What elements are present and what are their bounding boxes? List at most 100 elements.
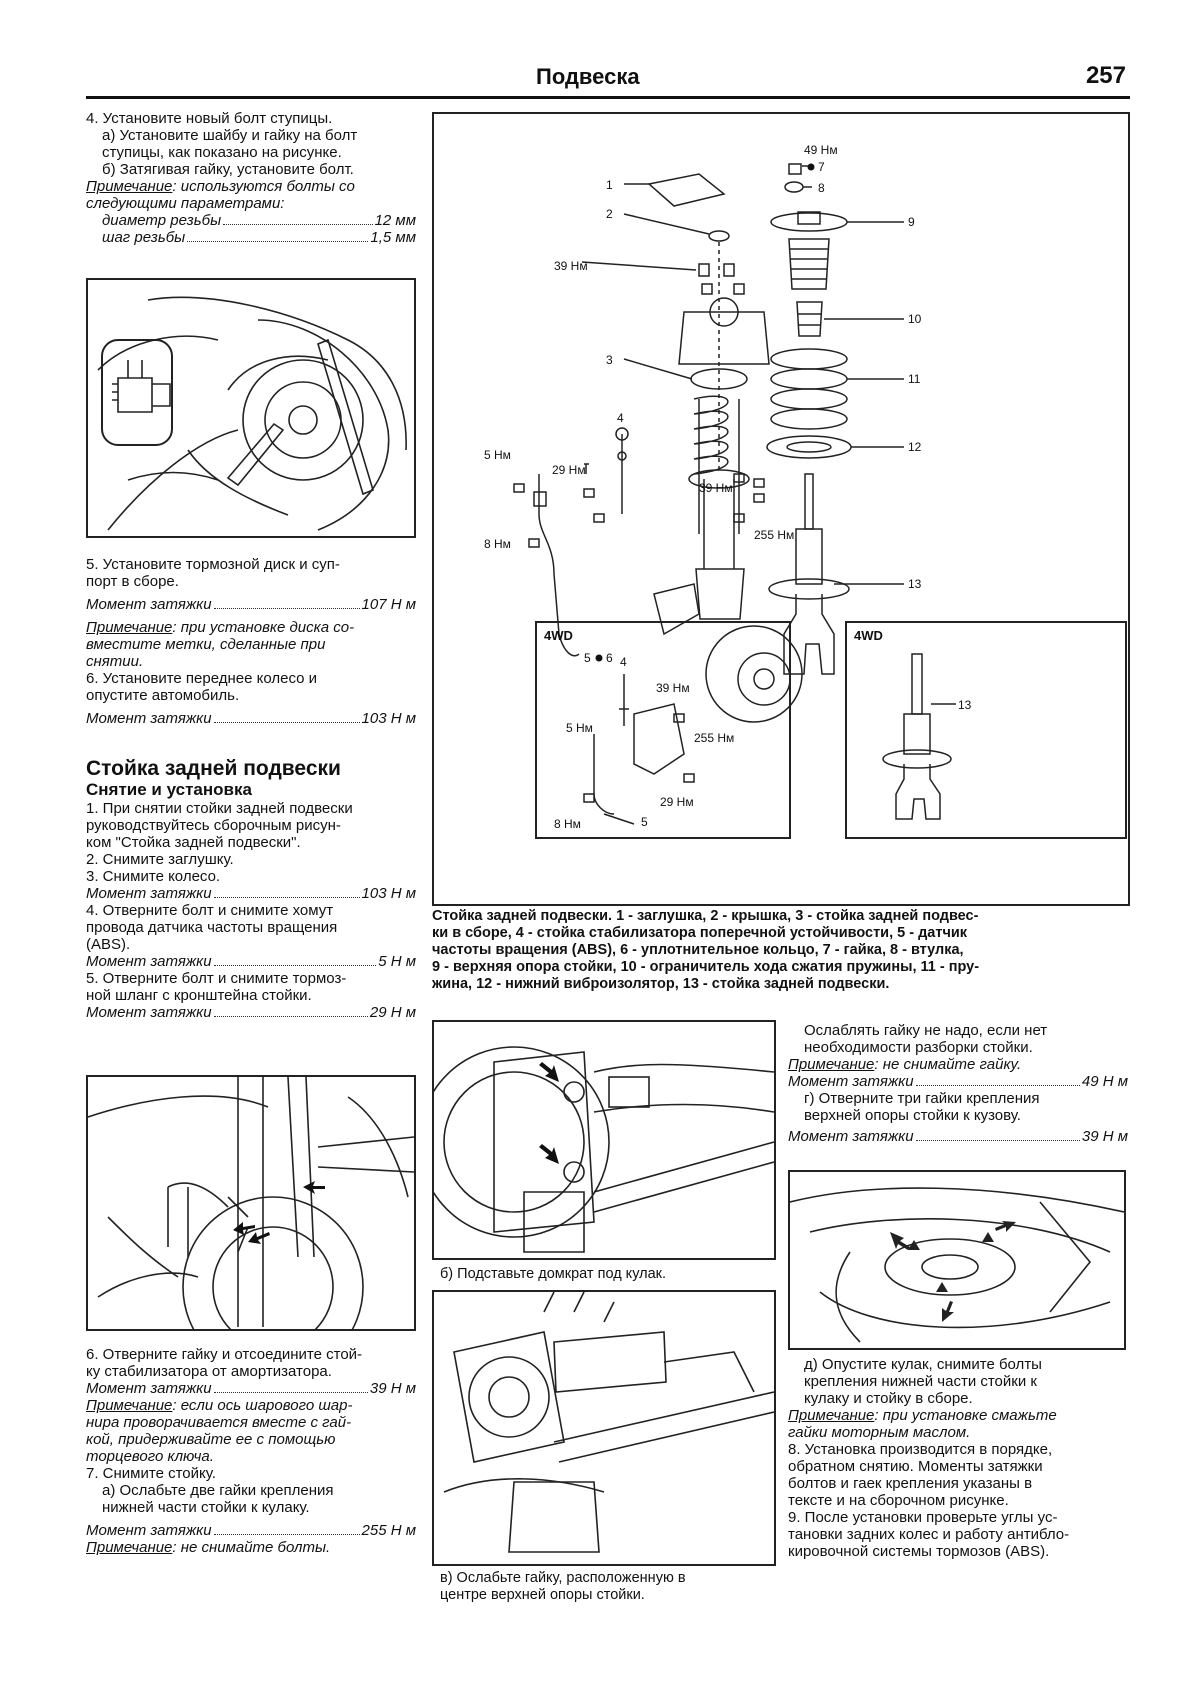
page-header: Подвеска 257 [86,60,1130,99]
caption-line: Стойка задней подвески. 1 - заглушка, 2 … [432,908,979,924]
part-label-1: 1 [606,178,613,192]
part-label-7: 7 [818,160,825,174]
part-label-10: 10 [908,312,922,326]
step4-text: 4. Установите новый болт ступицы. [86,110,333,127]
torque-label-39-top: 39 Нм [554,259,588,273]
part-label-11: 11 [908,372,921,386]
upper-mount-nut-illustration [443,1292,774,1553]
inset-torque-39: 39 Нм [656,681,690,695]
torque-label-49: 49 Нм [804,143,838,157]
jack-knuckle-illustration [434,1046,774,1253]
figure-upper-mount-nut [432,1290,776,1566]
section-title: Стойка задней подвески [86,757,341,780]
step6-text: 6. Установите переднее колесо и [86,670,318,687]
right-column-top: Ослаблять гайку не надо, если нет необхо… [788,1022,1128,1145]
step4b-text: б) Затягивая гайку, установите болт. [102,161,354,178]
right-para1: Ослаблять гайку не надо, если нет [804,1022,1048,1039]
step-d: д) Опустите кулак, снимите болты [804,1356,1042,1373]
inset-part-label-4: 4 [620,655,627,669]
caption-v-line: центре верхней опоры стойки. [440,1587,645,1603]
note-text-3: снятии. [86,653,144,670]
step8: 8. Установка производится в порядке, [788,1441,1053,1458]
note-label: Примечание [86,178,173,195]
part-label-9: 9 [908,215,915,229]
torque-label-39-bolts: 39 Нм [699,481,733,495]
note-text-5: : не снимайте болты. [172,1539,331,1556]
note-label: Примечание [86,1397,173,1414]
remove-strut-step: 7. Снимите стойку. [86,1465,216,1482]
right-column-bottom: д) Опустите кулак, снимите болты креплен… [788,1356,1128,1560]
section-step1-3: ком "Стойка задней подвески". [86,834,301,851]
remove-strut-step-a-2: нижней части стойки к кулаку. [102,1499,310,1516]
exploded-diagram: 1 2 3 4 5 6 7 8 9 10 11 12 13 13 4 5 49 … [432,112,1130,906]
section-step1: 1. При снятии стойки задней подвески [86,800,353,817]
torque-label-5: 5 Нм [484,448,511,462]
step4a-text: а) Установите шайбу и гайку на болт [102,127,358,144]
inset-torque-255: 255 Нм [694,731,734,745]
caption-line: жина, 12 - нижний виброизолятор, 13 - ст… [432,976,890,992]
note-label-2: Примечание [788,1407,875,1424]
note-text-2: вместите метки, сделанные при [86,636,326,653]
note-text-2: нира проворачивается вместе с гай- [86,1414,352,1431]
torque-label-8: 8 Нм [484,537,511,551]
right-para1-2: необходимости разборки стойки. [804,1039,1033,1056]
section-step5: 5. Отверните болт и снимите тормоз- [86,970,347,987]
caption-b: б) Подставьте домкрат под кулак. [440,1266,667,1282]
inset-4wd-label-right: 4WD [854,628,883,643]
note-text-3: кой, придерживайте ее с помощью [86,1431,336,1448]
part-label-2: 2 [606,207,613,221]
step4a-text-2: ступицы, как показано на рисунке. [102,144,342,161]
figure-abs-sensor [86,1075,416,1331]
inset-4wd-label-left: 4WD [544,628,573,643]
section-step4: 4. Отверните болт и снимите хомут [86,902,334,919]
section-step5-2: ной шланг с кронштейна стойки. [86,987,312,1004]
diagram-caption: Стойка задней подвески. 1 - заглушка, 2 … [432,908,1126,993]
stabilizer-step-2: ку стабилизатора от амортизатора. [86,1363,332,1380]
step8-3: болтов и гаек крепления указаны в [788,1475,1033,1492]
section-subtitle: Снятие и установка [86,780,252,799]
caption-v: в) Ослабьте гайку, расположенную в центр… [440,1570,770,1604]
strut-exploded-view: 1 2 3 4 5 6 7 8 9 10 11 12 13 13 4 5 49 … [484,143,1127,839]
upper-support-nuts-illustration [790,1187,1124,1343]
section-step1-2: руководствуйтесь сборочным рисун- [86,817,341,834]
note-text: : не снимайте гайку. [874,1056,1022,1073]
figure-upper-support-nuts [788,1170,1126,1350]
note-label: Примечание [86,619,173,636]
abs-sensor-illustration [88,1077,414,1329]
caption-line: ки в сборе, 4 - стойка стабилизатора поп… [432,925,968,941]
inset-torque-8: 8 Нм [554,817,581,831]
inset-torque-29: 29 Нм [660,795,694,809]
part-label-8: 8 [818,181,825,195]
step-g-2: верхней опоры стойки к кузову. [804,1107,1021,1124]
caption-v-line: в) Ослабьте гайку, расположенную в [440,1570,686,1586]
step-d-2: крепления нижней части стойки к [804,1373,1037,1390]
section-step3: 3. Снимите колесо. [86,868,221,885]
step9: 9. После установки проверьте углы ус- [788,1509,1058,1526]
note-text: : при установке диска со- [172,619,355,636]
step5-text: 5. Установите тормозной диск и суп- [86,556,340,573]
page-number: 257 [1085,62,1126,89]
step5-block: 5. Установите тормозной диск и суп- порт… [86,556,416,727]
inset-torque-5: 5 Нм [566,721,593,735]
step9-2: тановки задних колес и работу антибло- [788,1526,1070,1543]
note-text-3: гайки моторным маслом. [788,1424,971,1441]
note-text-4: торцевого ключа. [86,1448,214,1465]
step4-block: 4. Установите новый болт ступицы. а) Уст… [86,110,416,246]
stabilizer-step: 6. Отверните гайку и отсоедините стой- [86,1346,363,1363]
step-g: г) Отверните три гайки крепления [804,1090,1040,1107]
step9-3: кировочной системы тормозов (ABS). [788,1543,1050,1560]
torque-label-255: 255 Нм [754,528,794,542]
step8-4: тексте и на сборочном рисунке. [788,1492,1009,1509]
step6-text-2: опустите автомобиль. [86,687,240,704]
inset-part-label-13: 13 [958,698,972,712]
section-block: Стойка задней подвески Снятие и установк… [86,757,416,1021]
